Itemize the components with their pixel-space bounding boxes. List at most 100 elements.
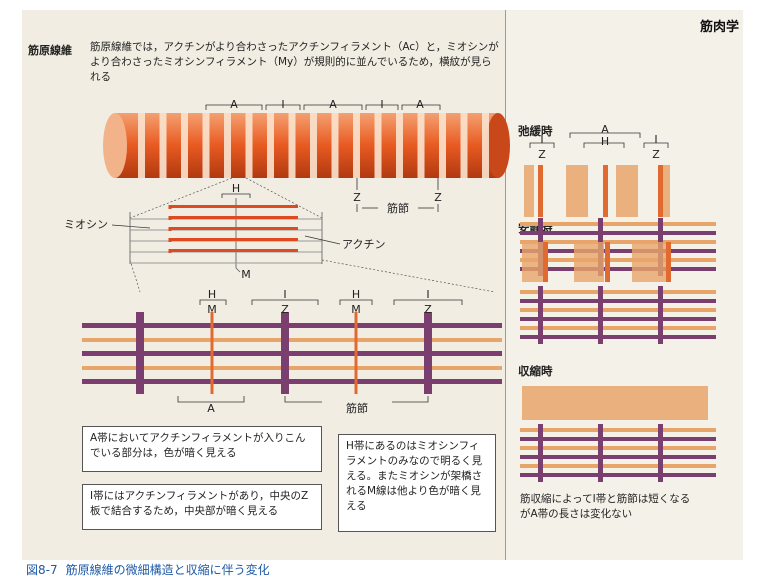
note-i-band: I帯にはアクチンフィラメントがあり，中央のZ板で結合するため，中央部が暗く見える — [82, 484, 322, 530]
thick-filament-row — [82, 351, 502, 356]
relaxed-band — [524, 165, 534, 217]
cylinder-light-band — [353, 113, 360, 178]
cylinder-light-band — [310, 113, 317, 178]
filament-lane — [520, 308, 716, 312]
big-label-i1: I — [283, 288, 286, 301]
z-disc — [424, 312, 432, 394]
resting-line — [666, 242, 671, 282]
cyl-label-a2: A — [329, 98, 337, 111]
relaxed-label-z2: Z — [652, 148, 660, 161]
cylinder-light-band — [138, 113, 145, 178]
cylinder-light-band — [482, 113, 489, 178]
big-label-z1: Z — [281, 303, 289, 316]
filament-lane — [520, 249, 716, 253]
contracted-band — [522, 386, 708, 420]
filament-lane — [520, 326, 716, 330]
big-label-h2: H — [352, 288, 360, 301]
myosin-thick-filament — [168, 238, 298, 242]
relaxed-label-z1: Z — [538, 148, 546, 161]
cylinder-light-band — [396, 113, 403, 178]
myosin-thick-filament — [168, 205, 298, 209]
cyl-label-i1: I — [281, 98, 284, 111]
z-disc — [281, 312, 289, 394]
cylinder-light-band — [374, 113, 382, 178]
cylinder-light-band — [288, 113, 296, 178]
filament-lane — [520, 267, 716, 271]
thin-filament-row — [82, 366, 502, 370]
big-label-a: A — [207, 402, 215, 415]
cylinder-light-band — [181, 113, 188, 178]
z-disc — [658, 424, 663, 482]
relaxed-line — [658, 165, 663, 217]
cylinder-light-band — [417, 113, 425, 178]
relaxed-title: 弛緩時 — [518, 124, 553, 138]
myosin-thick-filament — [168, 216, 298, 220]
z-disc — [136, 312, 144, 394]
cylinder-light-band — [224, 113, 231, 178]
molecular-detail: H M ミオシン アクチン — [64, 182, 385, 281]
relaxed-band — [660, 165, 670, 217]
z-disc — [538, 424, 543, 482]
resting-diagram — [520, 242, 716, 344]
cyl-label-sarcomere: 筋節 — [387, 201, 409, 215]
resting-band — [522, 242, 544, 282]
myosin-label: ミオシン — [64, 218, 108, 231]
myosin-thick-filament — [168, 249, 298, 253]
filament-lane — [520, 290, 716, 294]
cylinder-light-band — [245, 113, 253, 178]
thick-filament-row — [82, 379, 502, 384]
caption-number: 図8-7 — [26, 563, 58, 577]
filament-lane — [520, 222, 716, 226]
resting-line — [543, 242, 548, 282]
projection-lines — [129, 177, 496, 293]
big-label-z2: Z — [424, 303, 432, 316]
filament-lane — [520, 446, 716, 450]
cylinder-light-band — [460, 113, 468, 178]
note-a-band: A帯においてアクチンフィラメントが入りこんでいる部分は，色が暗く見える — [82, 426, 322, 472]
myofibril-title: 筋原線維 — [28, 44, 72, 57]
myofibril-description: 筋原線維では，アクチンがより合わさったアクチンフィラメント（Ac）と，ミオシンが… — [90, 41, 499, 83]
big-label-m2: M — [351, 303, 361, 316]
big-label-m1: M — [207, 303, 217, 316]
myosin-thick-filament — [168, 227, 298, 231]
detail-label-m: M — [241, 268, 251, 281]
relaxed-label-i1: I — [540, 133, 543, 146]
filament-lane — [520, 464, 716, 468]
filament-lane — [520, 258, 716, 262]
detail-label-h: H — [232, 182, 240, 195]
relaxed-diagram: I Z A H I Z — [520, 123, 716, 276]
cylinder-light-band — [267, 113, 274, 178]
z-disc — [658, 286, 663, 344]
filament-lane — [520, 335, 716, 339]
filament-lane — [520, 428, 716, 432]
contracted-diagram — [520, 386, 716, 482]
big-label-sarcomere: 筋節 — [346, 401, 368, 415]
caption-text: 筋原線維の微細構造と収縮に伴う変化 — [65, 563, 270, 577]
thick-filament-row — [82, 323, 502, 328]
note-h-band: H帯にあるのはミオシンフィラメントのみなので明るく見える。またミオシンが架橋され… — [338, 434, 496, 532]
m-line — [210, 312, 214, 394]
figure-caption: 図8-7 筋原線維の微細構造と収縮に伴う変化 — [26, 561, 270, 578]
filament-lane — [520, 317, 716, 321]
resting-line — [605, 242, 610, 282]
filament-lane — [520, 437, 716, 441]
filament-lane — [520, 240, 716, 244]
section-tag: 筋肉学 — [700, 20, 740, 35]
note-shortening: 筋収縮によってI帯と筋節は短くなるがA帯の長さは変化ない — [520, 493, 691, 520]
resting-band — [632, 242, 668, 282]
cylinder-light-band — [202, 113, 210, 178]
resting-band — [574, 242, 604, 282]
actin-label: アクチン — [342, 238, 385, 251]
big-label-i2: I — [426, 288, 429, 301]
filament-lane — [520, 455, 716, 459]
relaxed-line — [538, 165, 543, 217]
cylinder-band-brackets — [205, 104, 441, 110]
relaxed-label-i2: I — [654, 133, 657, 146]
cylinder-light-band — [439, 113, 446, 178]
cyl-label-i2: I — [380, 98, 383, 111]
relaxed-band — [616, 165, 638, 217]
z-disc — [598, 286, 603, 344]
filament-lane — [520, 473, 716, 477]
myofibril-cylinder — [103, 113, 510, 178]
